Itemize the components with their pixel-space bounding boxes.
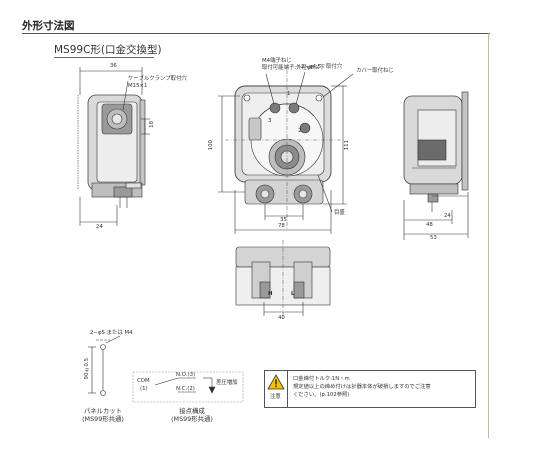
terminal-wire-label: 取付可能端子:外径φ8以下 xyxy=(262,65,325,71)
panel-cut-subtitle: (MS99形共通) xyxy=(82,415,124,424)
title-rule xyxy=(22,33,490,34)
mount-hole-spec-label: 2−φ4.5 xyxy=(301,64,322,70)
panel-hole-spec-label: 2−φ5 または M4 xyxy=(90,330,133,336)
m4-terminal-label: M4端子ねじ xyxy=(262,58,292,64)
caution-text: 口金締付トルク:1N・m 規定値以上の締め付けは計器本体が破損しますのでご注意 … xyxy=(293,375,431,400)
terminal-h-label: H xyxy=(268,291,273,297)
scale-label: 目盛 xyxy=(334,210,345,216)
dim-78: 78 xyxy=(278,223,285,229)
left-side-view xyxy=(77,67,150,226)
caution-note: 注意 口金締付トルク:1N・m 規定値以上の締め付けは計器本体が破損しますのでご… xyxy=(264,370,476,408)
contact-com-label: COM xyxy=(137,378,150,384)
mount-hole-label: 取付穴 xyxy=(326,64,343,70)
caution-line-2: 規定値以上の締め付けは計器本体が破損しますのでご注意 xyxy=(293,384,431,391)
dim-35: 35 xyxy=(280,217,287,223)
caution-line-1: 口金締付トルク:1N・m xyxy=(293,376,350,382)
contact-config-subtitle: (MS99形共通) xyxy=(171,415,213,424)
dim-100: 100 xyxy=(208,140,214,151)
contact-nc-label: N.C.(2) xyxy=(176,386,195,392)
contact-no-label: N.O.(3) xyxy=(176,372,196,378)
model-title: MS99C形(口金交換型) xyxy=(54,44,162,56)
panel-cut-caption: パネルカット (MS99形共通) xyxy=(74,407,132,424)
bottom-view xyxy=(235,240,331,320)
panel-cut-title: パネルカット xyxy=(83,407,123,415)
dim-40: 40 xyxy=(278,315,285,321)
contact-config-caption: 接点構成 (MS99形共通) xyxy=(160,407,224,424)
section-title: 外形寸法図 xyxy=(22,20,75,32)
dim-24-left: 24 xyxy=(96,224,103,230)
dim-36: 36 xyxy=(110,63,117,69)
cable-clamp-label: ケーブルクランプ取付穴 xyxy=(128,76,187,82)
front-view xyxy=(218,70,354,234)
dim-111: 111 xyxy=(344,140,350,151)
dim-90: 90±0.5 xyxy=(84,358,90,380)
contact-one-label: (1) xyxy=(140,386,148,392)
right-side-view xyxy=(403,91,469,240)
dim-18: 18 xyxy=(149,121,155,128)
contact-diagram xyxy=(132,371,244,403)
dim-53: 53 xyxy=(430,235,437,241)
panel-cut xyxy=(88,335,121,396)
contact-config-title: 接点構成 xyxy=(179,407,205,415)
caution-icon-cell: 注意 xyxy=(265,371,288,407)
drawing-frame xyxy=(22,33,489,438)
dim-48: 48 xyxy=(426,222,433,228)
marker-1: 1 xyxy=(287,91,291,97)
caution-label: 注意 xyxy=(270,394,281,400)
model-title-underline xyxy=(54,57,154,58)
cover-screw-label: カバー取付ねじ xyxy=(356,68,394,74)
warning-icon xyxy=(267,374,285,390)
pressure-increase-label: 差圧増加 xyxy=(216,380,238,386)
terminal-l-label: L xyxy=(291,291,295,297)
marker-3: 3 xyxy=(268,118,272,124)
marker-2: 2 xyxy=(298,128,302,134)
caution-line-3: ください。(p.102参照) xyxy=(293,392,350,399)
dim-24-right: 24 xyxy=(444,213,451,219)
cable-clamp-size-label: M15×1 xyxy=(128,83,148,89)
